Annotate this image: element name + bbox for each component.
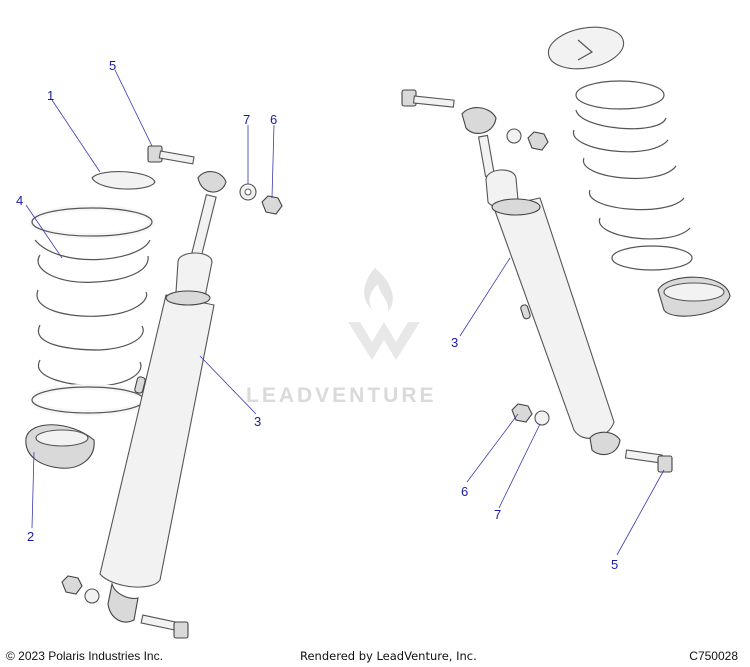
right-spring-seat-lower <box>657 276 731 317</box>
right-upper-hardware <box>506 128 549 151</box>
callout-3-right: 3 <box>451 335 458 350</box>
leadventure-watermark: LEADVENTURE <box>246 268 437 407</box>
left-leader-lines <box>25 69 275 529</box>
callout-7-left: 7 <box>243 112 250 127</box>
watermark-text: LEADVENTURE <box>246 384 437 407</box>
callout-6-left: 6 <box>270 112 277 127</box>
watermark-logo-icon <box>348 268 420 360</box>
callout-2: 2 <box>27 529 34 544</box>
right-lower-hardware <box>511 403 673 473</box>
rendered-by-text: Rendered by LeadVenture, Inc. <box>300 649 477 663</box>
callout-1: 1 <box>47 88 54 103</box>
left-shock-absorber <box>99 171 227 623</box>
diagram-code: C750028 <box>689 649 738 663</box>
right-bolt-upper <box>401 89 455 108</box>
left-lower-hardware <box>61 575 189 639</box>
callout-5-left: 5 <box>109 58 116 73</box>
callout-7-right: 7 <box>494 507 501 522</box>
copyright-text: © 2023 Polaris Industries Inc. <box>6 649 163 663</box>
callout-3-left: 3 <box>254 414 261 429</box>
callout-6-right: 6 <box>461 484 468 499</box>
right-spring-seat-upper <box>547 26 625 70</box>
callout-5-right: 5 <box>611 557 618 572</box>
left-bolt-upper <box>147 145 195 165</box>
callout-4: 4 <box>16 193 23 208</box>
left-spring-seat-lower <box>25 424 95 469</box>
left-nut <box>261 195 283 215</box>
right-coil-spring <box>573 80 693 271</box>
left-spring-seat-upper <box>91 171 156 190</box>
left-coil-spring <box>29 205 155 416</box>
right-shock-absorber <box>461 107 621 456</box>
left-washer <box>239 183 257 201</box>
right-leader-lines <box>459 257 665 556</box>
